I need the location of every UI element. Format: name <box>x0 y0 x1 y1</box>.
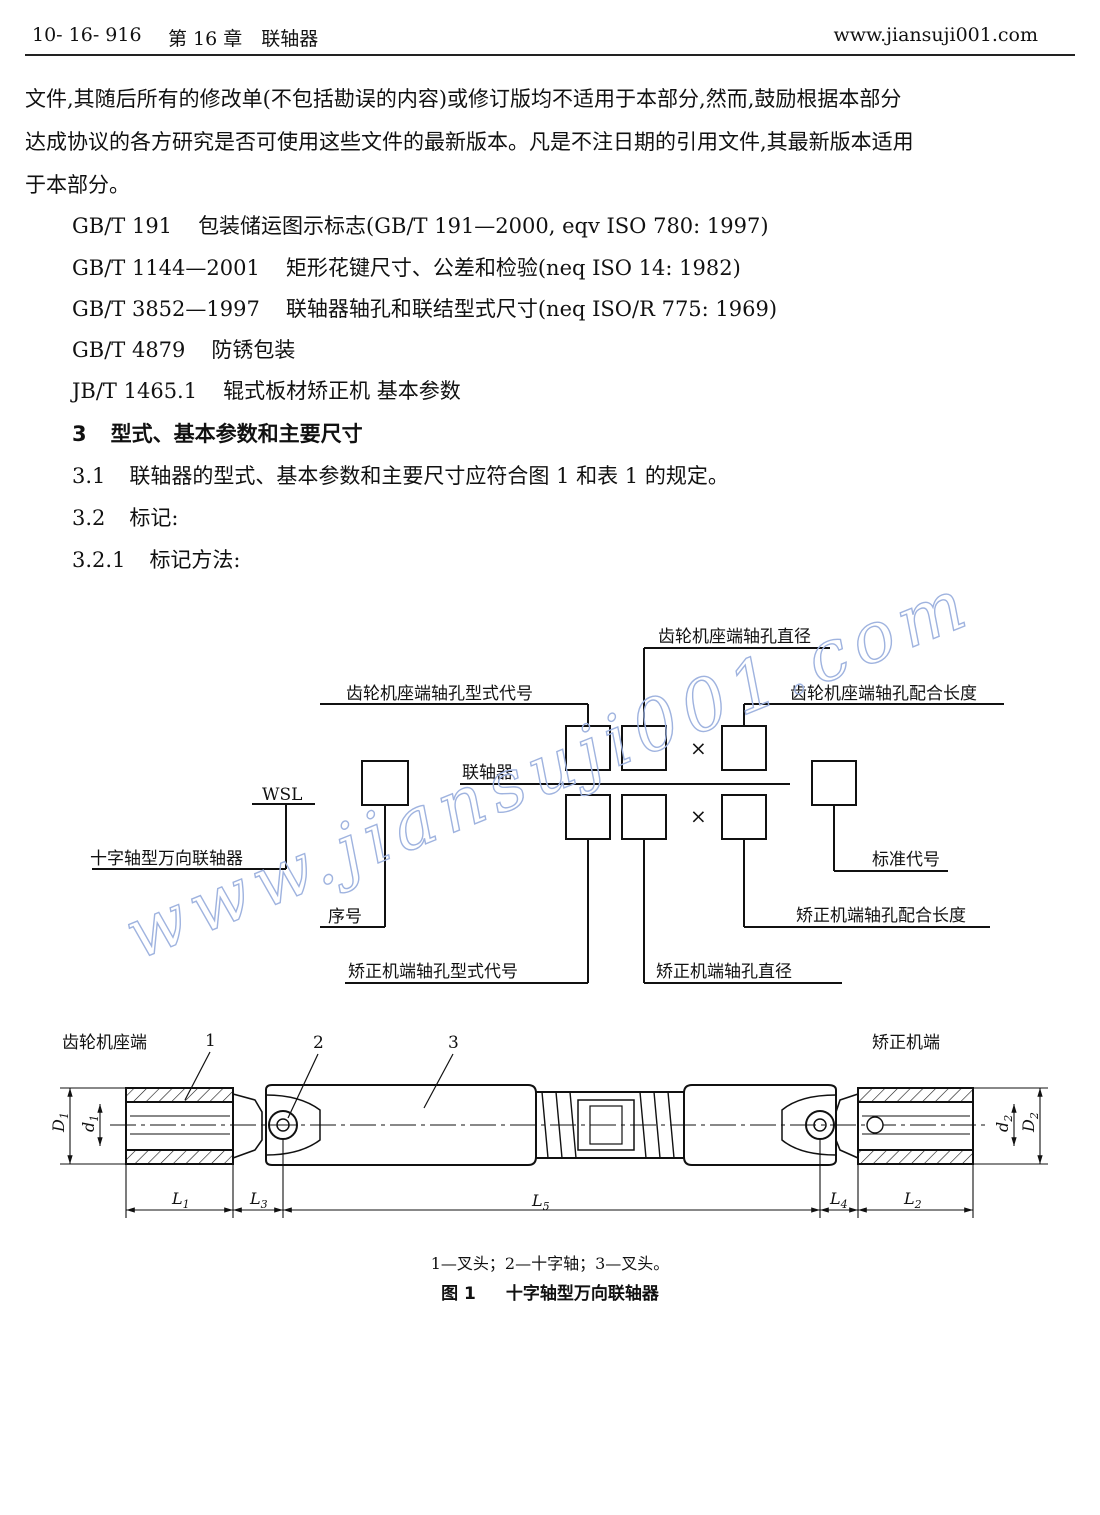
header-website: www.jiansuji001.com <box>833 24 1038 46</box>
label-gear-bore-diameter: 齿轮机座端轴孔直径 <box>658 627 811 647</box>
reference-item: GB/T 191 包装储运图示标志(GB/T 191—2000, eqv ISO … <box>72 210 769 240</box>
straightener-bore-length-box <box>721 794 767 840</box>
page-header: 10- 16- 916 第 16 章 联轴器 www.jiansuji001.c… <box>0 0 1100 57</box>
clause-text: 标记方法: <box>149 548 241 572</box>
right-shaft <box>683 1084 837 1166</box>
left-hub <box>125 1087 263 1165</box>
label-straightener-end: 矫正机端 <box>872 1033 940 1053</box>
times-symbol: × <box>690 804 707 828</box>
marking-diagram: WSL 十字轴型万向联轴器 序号 联轴器 齿轮机座端轴孔型式代号 齿轮机座端轴孔… <box>90 627 1004 984</box>
clause-number: 3.2.1 <box>72 548 126 572</box>
intro-paragraph: 文件,其随后所有的修改单(不包括勘误的内容)或修订版均不适用于本部分,然而,鼓励… <box>25 78 1077 207</box>
figure-number: 图 1 <box>441 1284 476 1304</box>
reference-code: JB/T 1465.1 <box>72 379 198 403</box>
straightener-bore-type-box <box>565 794 611 840</box>
label-L4: L4 <box>829 1189 848 1211</box>
reference-code: GB/T 3852—1997 <box>72 297 260 321</box>
reference-code: GB/T 4879 <box>72 338 186 362</box>
clause-text: 标记: <box>129 506 179 530</box>
reference-item: GB/T 4879 防锈包装 <box>72 334 295 364</box>
section-heading: 3 型式、基本参数和主要尺寸 <box>72 418 363 448</box>
label-cross-shaft-coupling: 十字轴型万向联轴器 <box>90 849 243 869</box>
reference-title: 防锈包装 <box>211 338 296 362</box>
label-straightener-bore-type: 矫正机端轴孔型式代号 <box>348 962 518 982</box>
gear-bore-type-box <box>565 725 611 771</box>
callout-1: 1 <box>205 1031 216 1051</box>
figure-title: 十字轴型万向联轴器 <box>505 1284 659 1304</box>
section-title: 型式、基本参数和主要尺寸 <box>110 422 363 446</box>
figure-caption: 图 1 十字轴型万向联轴器 <box>0 1279 1100 1304</box>
serial-number-box <box>361 760 409 806</box>
figure-legend: 1—叉头；2—十字轴；3—叉头。 <box>430 1254 670 1273</box>
label-standard-code: 标准代号 <box>872 850 940 870</box>
label-D1: D1 <box>49 1112 71 1133</box>
callout-3: 3 <box>448 1033 459 1053</box>
reference-title: 包装储运图示标志(GB/T 191—2000, eqv ISO 780: 199… <box>198 214 769 238</box>
clause-3-1: 3.1 联轴器的型式、基本参数和主要尺寸应符合图 1 和表 1 的规定。 <box>72 460 729 490</box>
reference-item: GB/T 3852—1997 联轴器轴孔和联结型式尺寸(neq ISO/R 775… <box>72 293 777 323</box>
label-d2: d2 <box>993 1115 1015 1132</box>
assembly-drawing: 齿轮机座端 矫正机端 1 2 3 <box>49 1031 1048 1218</box>
intro-line: 于本部分。 <box>25 173 130 197</box>
section-number: 3 <box>72 422 87 446</box>
label-L3: L3 <box>249 1189 268 1211</box>
reference-title: 联轴器轴孔和联结型式尺寸(neq ISO/R 775: 1969) <box>285 297 778 321</box>
reference-title: 矩形花键尺寸、公差和检验(neq ISO 14: 1982) <box>285 256 741 280</box>
label-gear-bore-length: 齿轮机座端轴孔配合长度 <box>790 684 977 704</box>
label-gear-bore-type: 齿轮机座端轴孔型式代号 <box>346 684 533 704</box>
gear-bore-length-box <box>721 725 767 771</box>
reference-item: GB/T 1144—2001 矩形花键尺寸、公差和检验(neq ISO 14: 1… <box>72 252 741 282</box>
page-number: 10- 16- 916 <box>32 24 142 46</box>
reference-item: JB/T 1465.1 辊式板材矫正机 基本参数 <box>72 375 461 405</box>
chapter-title: 第 16 章 联轴器 <box>168 28 319 50</box>
label-straightener-bore-length: 矫正机端轴孔配合长度 <box>796 906 966 926</box>
callout-2: 2 <box>313 1033 324 1053</box>
gear-bore-diameter-box <box>621 725 667 771</box>
label-L1: L1 <box>171 1189 190 1211</box>
intro-line: 达成协议的各方研究是否可使用这些文件的最新版本。凡是不注日期的引用文件,其最新版… <box>25 130 914 154</box>
clause-number: 3.1 <box>72 464 106 488</box>
straightener-bore-diameter-box <box>621 794 667 840</box>
label-D2: D2 <box>1019 1112 1041 1133</box>
reference-code: GB/T 191 <box>72 214 173 238</box>
times-symbol: × <box>690 736 707 760</box>
intro-line: 文件,其随后所有的修改单(不包括勘误的内容)或修订版均不适用于本部分,然而,鼓励… <box>25 87 902 111</box>
label-d1: d1 <box>79 1115 101 1132</box>
label-L2: L2 <box>903 1189 922 1211</box>
label-serial-number: 序号 <box>328 907 362 927</box>
label-gear-end: 齿轮机座端 <box>62 1033 147 1053</box>
reference-code: GB/T 1144—2001 <box>72 256 260 280</box>
clause-3-2-1: 3.2.1 标记方法: <box>72 544 241 574</box>
clause-number: 3.2 <box>72 506 106 530</box>
label-straightener-bore-diameter: 矫正机端轴孔直径 <box>656 962 792 982</box>
header-rule <box>25 54 1075 56</box>
clause-3-2: 3.2 标记: <box>72 502 178 532</box>
callout-leader <box>423 1053 454 1109</box>
right-hub <box>835 1087 974 1165</box>
reference-title: 辊式板材矫正机 基本参数 <box>223 379 461 403</box>
label-L5: L5 <box>531 1191 550 1213</box>
wsl-code: WSL <box>262 785 302 805</box>
clause-text: 联轴器的型式、基本参数和主要尺寸应符合图 1 和表 1 的规定。 <box>129 464 729 488</box>
standard-code-box <box>811 760 857 806</box>
label-coupling: 联轴器 <box>462 763 513 783</box>
